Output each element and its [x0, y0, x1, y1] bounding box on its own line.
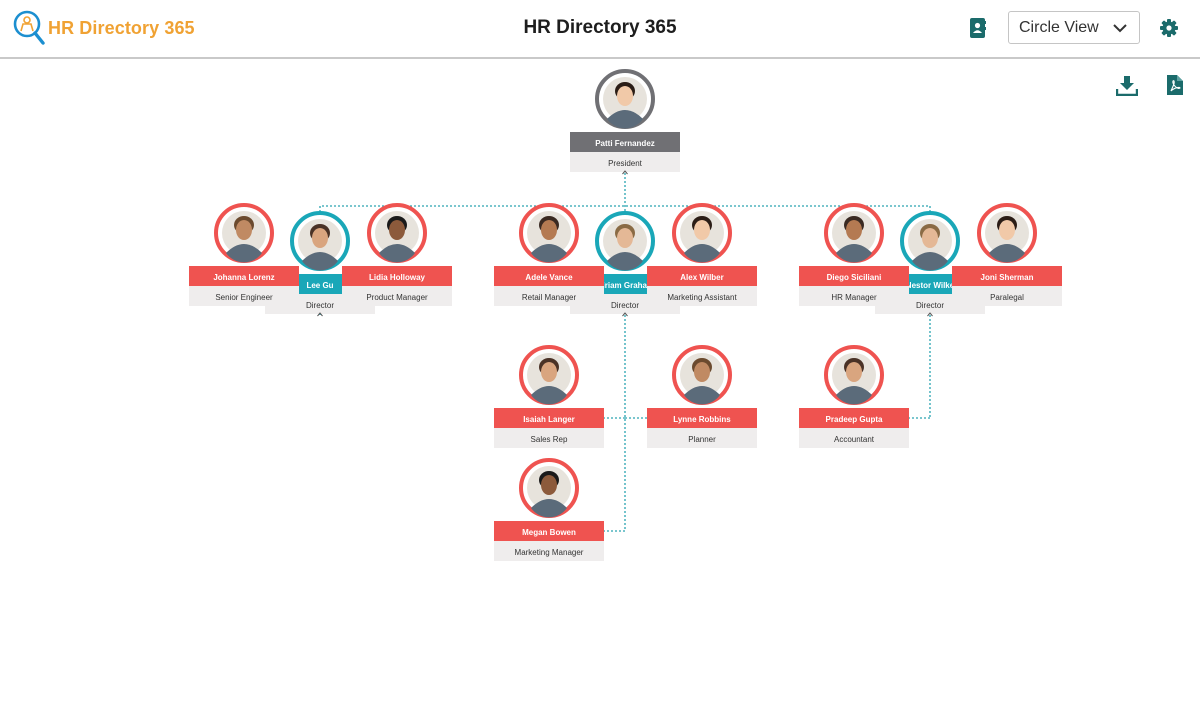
name-band — [342, 266, 452, 286]
employee-title: Planner — [688, 435, 716, 444]
employee-title: Marketing Manager — [515, 548, 584, 557]
employee-name: Diego Siciliani — [827, 273, 882, 282]
title-band — [570, 152, 680, 172]
employee-title: Retail Manager — [522, 293, 577, 302]
collapse-caret-icon[interactable] — [622, 312, 628, 317]
employee-title: Sales Rep — [531, 435, 568, 444]
pdf-icon[interactable] — [1164, 74, 1186, 96]
app-header: HR Directory 365 HR Directory 365 Circle… — [0, 0, 1200, 59]
avatar — [824, 345, 884, 405]
address-book-icon[interactable] — [968, 17, 988, 39]
title-band — [799, 286, 909, 306]
search-logo-icon — [13, 10, 45, 45]
name-band — [799, 408, 909, 428]
employee-name: Lidia Holloway — [369, 273, 426, 282]
avatar — [672, 203, 732, 263]
employee-title: Product Manager — [366, 293, 428, 302]
employee-title: Paralegal — [990, 293, 1024, 302]
employee-name: Nestor Wilke — [906, 281, 955, 290]
title-band — [494, 428, 604, 448]
name-band — [494, 408, 604, 428]
avatar — [900, 211, 960, 271]
title-band — [799, 428, 909, 448]
view-mode-select[interactable]: Circle View — [1008, 11, 1140, 44]
name-band — [494, 521, 604, 541]
employee-title: Director — [306, 301, 334, 310]
employee-name: Miriam Graham — [596, 281, 654, 290]
avatar — [214, 203, 274, 263]
avatar — [595, 211, 655, 271]
employee-title: Accountant — [834, 435, 875, 444]
avatar — [595, 69, 655, 129]
employee-name: Joni Sherman — [981, 273, 1034, 282]
name-band — [647, 266, 757, 286]
logo-text: HR Directory 365 — [48, 17, 195, 38]
collapse-caret-icon[interactable] — [622, 170, 628, 175]
name-band — [952, 266, 1062, 286]
title-band — [952, 286, 1062, 306]
name-band — [189, 266, 299, 286]
download-icon[interactable] — [1116, 74, 1138, 96]
title-band — [494, 541, 604, 561]
employee-name: Patti Fernandez — [595, 139, 655, 148]
chevron-down-icon — [1113, 24, 1127, 33]
name-band — [570, 132, 680, 152]
employee-card-diego-siciliani[interactable]: Diego Siciliani HR Manager — [799, 203, 909, 306]
avatar — [519, 203, 579, 263]
avatar — [977, 203, 1037, 263]
employee-title: Director — [916, 301, 944, 310]
name-band — [799, 266, 909, 286]
employee-name: Lee Gu — [306, 281, 333, 290]
employee-title: Director — [611, 301, 639, 310]
collapse-caret-icon[interactable] — [927, 312, 933, 317]
gear-icon[interactable] — [1159, 18, 1179, 38]
employee-title: HR Manager — [831, 293, 877, 302]
title-band — [494, 286, 604, 306]
employee-name: Johanna Lorenz — [213, 273, 274, 282]
avatar — [672, 345, 732, 405]
employee-title: Marketing Assistant — [667, 293, 737, 302]
employee-name: Lynne Robbins — [673, 415, 731, 424]
title-band — [189, 286, 299, 306]
employee-title: Senior Engineer — [215, 293, 273, 302]
avatar — [824, 203, 884, 263]
employee-name: Pradeep Gupta — [826, 415, 883, 424]
avatar — [290, 211, 350, 271]
employee-name: Megan Bowen — [522, 528, 576, 537]
employee-title: President — [608, 159, 643, 168]
name-band — [647, 408, 757, 428]
app-logo[interactable]: HR Directory 365 — [12, 8, 195, 48]
view-mode-value: Circle View — [1019, 18, 1099, 36]
avatar — [367, 203, 427, 263]
name-band — [494, 266, 604, 286]
employee-name: Alex Wilber — [680, 273, 724, 282]
employee-name: Isaiah Langer — [523, 415, 575, 424]
title-band — [647, 286, 757, 306]
title-band — [647, 428, 757, 448]
avatar — [519, 458, 579, 518]
avatar — [519, 345, 579, 405]
collapse-caret-icon[interactable] — [317, 312, 323, 317]
employee-name: Adele Vance — [525, 273, 573, 282]
title-band — [342, 286, 452, 306]
